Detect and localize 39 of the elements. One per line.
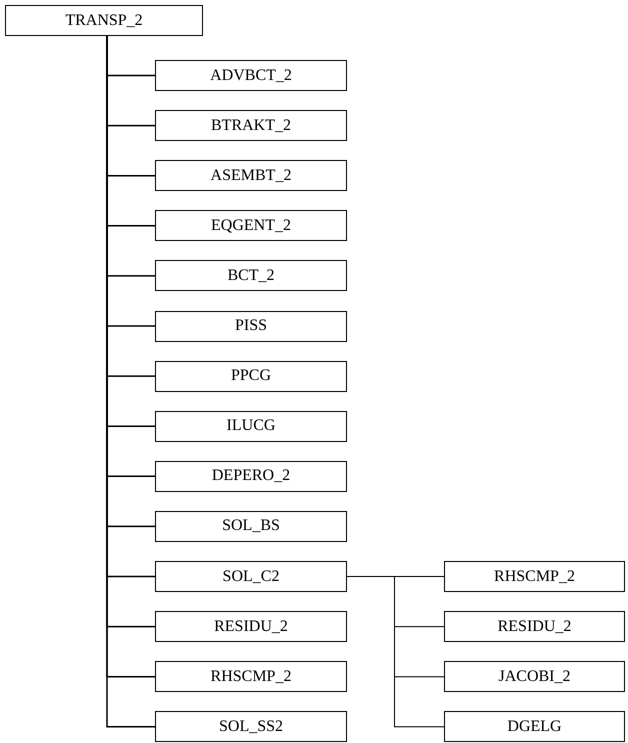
module-box <box>155 60 347 91</box>
module-name: RESIDU_2 <box>498 618 572 636</box>
module-box <box>5 5 203 36</box>
module-box <box>155 711 347 742</box>
module-box <box>444 711 625 742</box>
module-box <box>155 110 347 142</box>
module-name: PISS <box>234 317 268 335</box>
module-name: RHSCMP_2 <box>210 668 292 686</box>
module-box <box>155 310 347 342</box>
module-name: DGELG <box>507 718 562 736</box>
module-name: RESIDU_2 <box>214 618 288 636</box>
module-name: ADVBCT_2 <box>210 66 292 84</box>
module-name: BCT_2 <box>227 266 275 285</box>
module-name: ASEMBT_2 <box>210 166 292 185</box>
module-box <box>155 410 347 442</box>
module-name: PPCG <box>230 367 272 386</box>
module-name: SOL_C2 <box>222 568 280 586</box>
module-box <box>155 210 347 242</box>
module-name: EQGENT_2 <box>211 216 291 235</box>
module-box <box>444 661 625 692</box>
module-box <box>155 611 347 642</box>
module-name: ILUCG <box>226 417 276 436</box>
module-box <box>155 160 347 192</box>
module-box <box>155 360 347 392</box>
module-box <box>155 661 347 692</box>
module-name: TRANSP_2 <box>65 12 143 30</box>
module-box <box>155 510 347 542</box>
module-name: DEPERO_2 <box>212 467 290 486</box>
module-box <box>444 611 625 642</box>
connector-line <box>346 576 444 728</box>
module-name: JACOBI_2 <box>498 668 570 686</box>
module-box <box>444 561 625 592</box>
module-box <box>155 260 347 292</box>
module-box <box>155 460 347 492</box>
module-name: BTRAKT_2 <box>211 116 291 135</box>
module-box <box>155 561 347 592</box>
module-name: RHSCMP_2 <box>494 568 575 586</box>
module-name: SOL_SS2 <box>218 718 284 736</box>
module-name: SOL_BS <box>222 517 280 536</box>
